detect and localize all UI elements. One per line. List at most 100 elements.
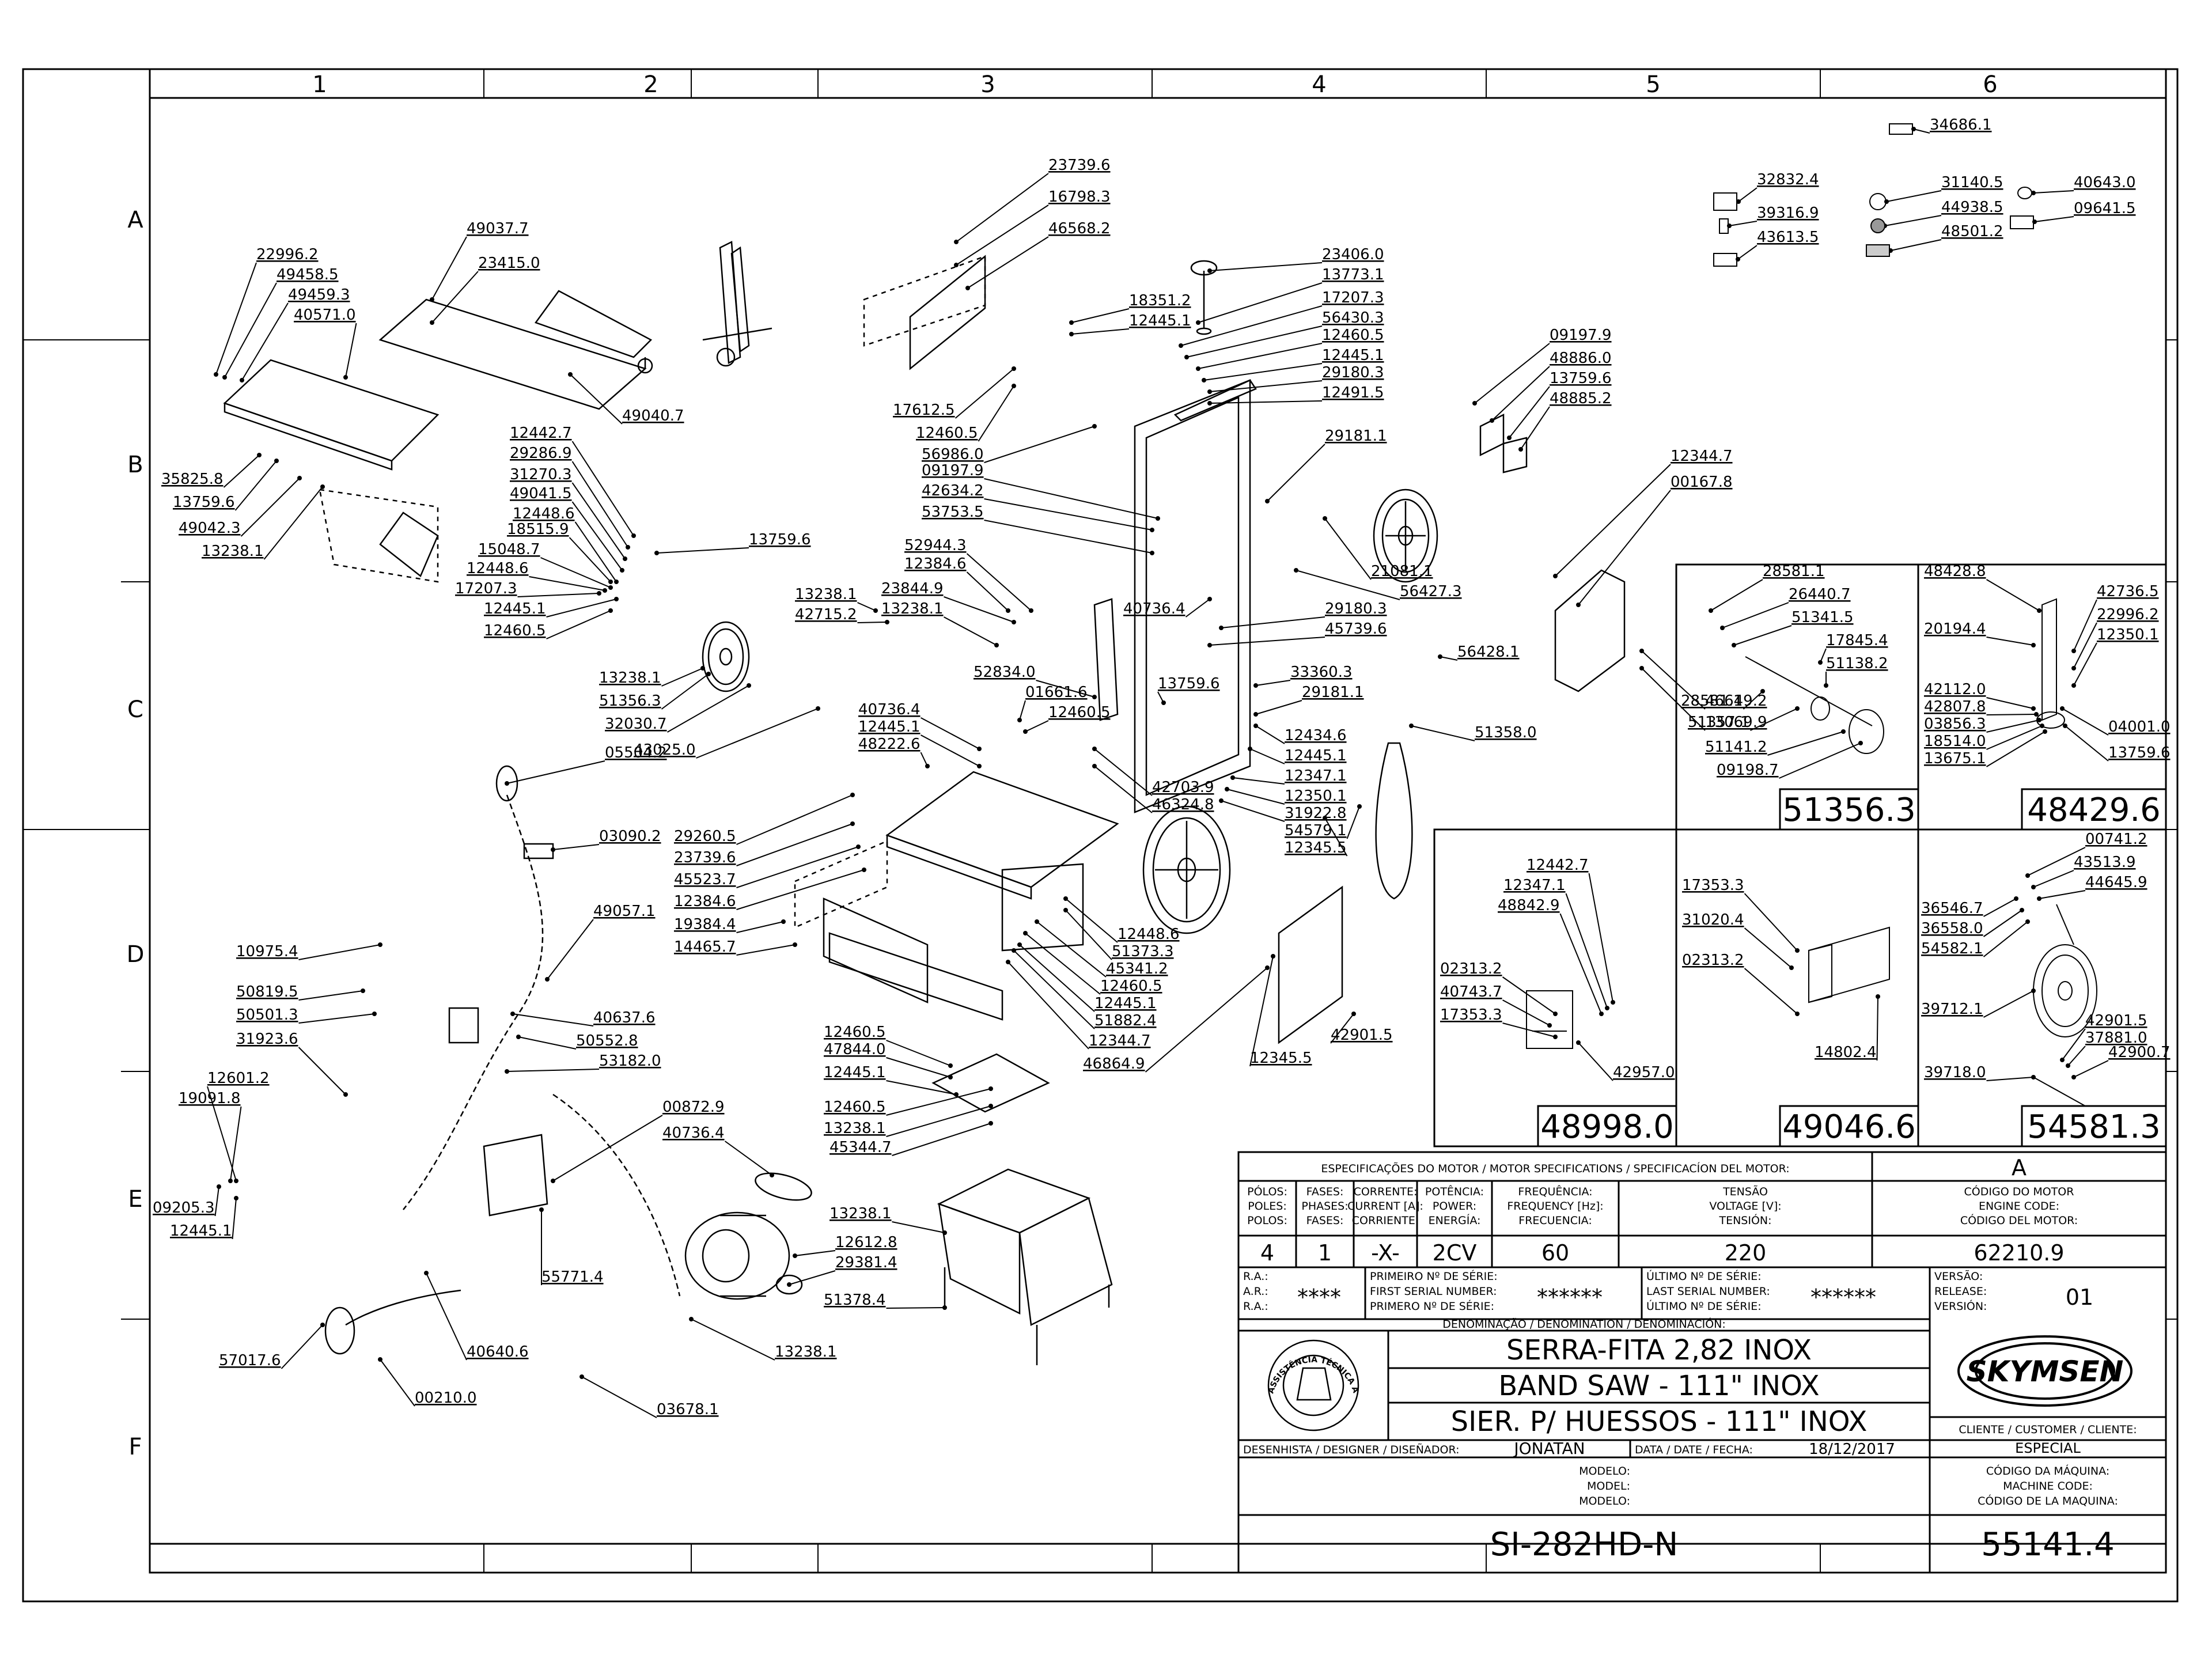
leader-dot <box>787 1282 791 1287</box>
part-number-label: 46864.9 <box>1083 1055 1145 1073</box>
leader-dot <box>1795 948 1800 953</box>
leader-line <box>1520 406 1550 450</box>
leader-line <box>1983 921 2028 957</box>
leader-line <box>944 616 997 646</box>
leader-line <box>1986 637 2034 646</box>
leader-line <box>1578 490 1671 605</box>
leader-line <box>518 1036 577 1050</box>
part-number-label: 48842.9 <box>1498 897 1560 914</box>
part-number-label: 56430.3 <box>1322 309 1384 327</box>
leader-dot <box>1576 1040 1581 1045</box>
leader-dot <box>274 459 279 463</box>
part-number-label: 42900.7 <box>2108 1044 2171 1061</box>
grid-row-label: A <box>127 207 143 233</box>
leader-line <box>1145 967 1268 1073</box>
leader-dot <box>1092 747 1097 751</box>
part-number-label: 51357.1 <box>1688 714 1750 731</box>
leader-dot <box>954 240 959 244</box>
blade-guide-post <box>719 241 741 364</box>
leader-line <box>667 685 749 733</box>
leader-line <box>223 454 260 488</box>
leader-dot <box>1357 804 1362 809</box>
leader-line <box>569 537 611 582</box>
part-number-label: 29381.4 <box>835 1254 897 1271</box>
ra-label-3: R.A.: <box>1243 1300 1268 1313</box>
model-label-3: MODELO: <box>1579 1495 1630 1508</box>
phases-label-en: PHASES: <box>1301 1200 1348 1213</box>
poles-label-pt: PÓLOS: <box>1247 1184 1287 1198</box>
part-number-label: 13069.9 <box>1705 714 1767 731</box>
part-number-label: 23844.9 <box>881 580 944 597</box>
leader-line <box>886 1105 991 1137</box>
leader-dot <box>551 1179 555 1183</box>
sticker-icon <box>1713 253 1737 267</box>
part-number-label: 29181.1 <box>1325 427 1387 445</box>
leader-dot <box>1518 447 1523 452</box>
leader-dot <box>770 1173 774 1177</box>
leader-dot <box>873 608 878 613</box>
power-value: 2CV <box>1433 1240 1477 1266</box>
leader-dot <box>1225 787 1229 791</box>
leader-dot <box>603 588 607 593</box>
part-number-label: 00872.9 <box>662 1099 725 1116</box>
leader-line <box>1884 215 1942 226</box>
part-number-label: 44938.5 <box>1941 199 2003 216</box>
leader-line <box>696 708 819 759</box>
leader-dot <box>954 1092 959 1097</box>
leader-line <box>1588 873 1613 1003</box>
leader-dot <box>1219 798 1224 803</box>
leader-line <box>1890 239 1942 251</box>
leader-dot <box>2043 729 2047 734</box>
leader-line <box>540 557 611 588</box>
engine-code-label-en: ENGINE CODE: <box>1979 1200 2059 1213</box>
leader-dot <box>257 453 262 457</box>
leader-line <box>886 1080 957 1095</box>
leader-line <box>1986 731 2046 767</box>
leader-dot <box>1092 424 1097 429</box>
part-number-label: 13675.1 <box>1924 750 1986 767</box>
part-number-label: 12345.5 <box>1250 1050 1312 1067</box>
leader-dot <box>988 1121 993 1126</box>
version-value: 01 <box>2066 1285 2093 1310</box>
lower-wheel <box>1142 805 1231 934</box>
freq-label-pt: FREQUÊNCIA: <box>1518 1185 1592 1198</box>
brand-logo <box>1957 1335 2133 1407</box>
leader-dot <box>1605 1006 1609 1010</box>
leader-line <box>1744 927 1792 968</box>
part-number-label: 19091.8 <box>179 1090 241 1107</box>
first-serial-label-pt: PRIMEIRO Nº DE SÉRIE: <box>1370 1270 1498 1283</box>
leader-dot <box>700 666 705 671</box>
leader-dot <box>1150 551 1154 555</box>
leader-dot <box>1265 499 1270 503</box>
poles-value: 4 <box>1260 1240 1274 1266</box>
leader-dot <box>1795 706 1800 711</box>
power-label-en: POWER: <box>1433 1200 1476 1213</box>
leader-line <box>1722 602 1789 628</box>
leader-dot <box>2014 896 2018 901</box>
last-serial-label-pt: ÚLTIMO Nº DE SÉRIE: <box>1646 1269 1762 1283</box>
leader-line <box>1296 570 1400 600</box>
leader-dot <box>1196 366 1200 371</box>
part-number-label: 04001.0 <box>2108 718 2171 736</box>
leader-line <box>2062 708 2109 736</box>
leader-line <box>2034 216 2074 222</box>
leader-dot <box>1294 568 1298 573</box>
leader-line <box>1180 305 1323 346</box>
part-number-label: 13759.6 <box>749 531 811 548</box>
part-number-label: 12460.5 <box>1100 978 1162 995</box>
part-number-label: 49459.3 <box>288 286 350 304</box>
leader-dot <box>2031 643 2036 647</box>
part-number-label: 45523.7 <box>674 871 736 888</box>
leader-line <box>892 1221 945 1233</box>
brand-name: SKYMSEN <box>1967 1355 2124 1388</box>
grid-row-label: E <box>128 1186 142 1213</box>
leader-line <box>431 271 479 323</box>
part-number-label: 53753.5 <box>922 503 984 521</box>
part-number-label: 23415.0 <box>478 255 540 272</box>
engine-code-value: 62210.9 <box>1974 1240 2064 1266</box>
leader-line <box>298 1013 375 1024</box>
leader-line <box>380 1359 415 1407</box>
part-number-label: 13238.1 <box>795 586 857 603</box>
leader-line <box>232 1198 237 1240</box>
leader-line <box>546 610 611 639</box>
